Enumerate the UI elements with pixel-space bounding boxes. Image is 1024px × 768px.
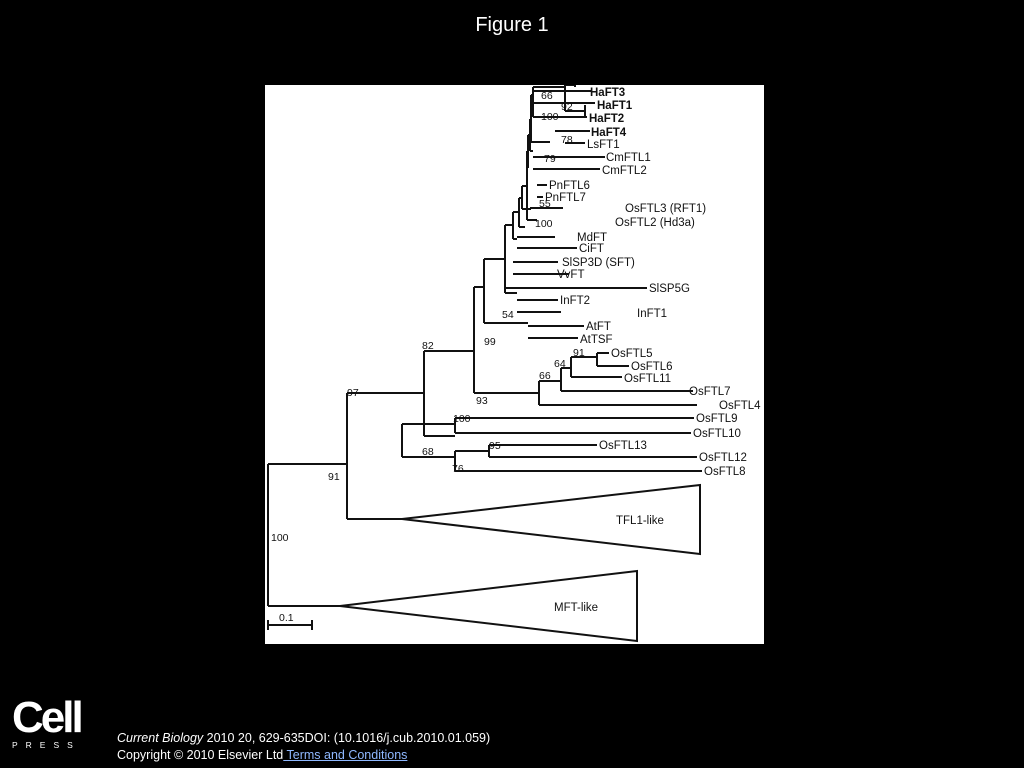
taxon-label: OsFTL2 (Hd3a) [615,217,695,229]
bootstrap-value: 76 [452,463,464,475]
bootstrap-value: 55 [539,198,551,210]
taxon-label: CmFTL2 [602,165,647,177]
scale-bar-label: 0.1 [279,612,294,624]
copyright-text: Copyright © 2010 Elsevier Ltd [117,748,284,762]
taxon-label: HaFT4 [591,127,627,139]
tree-diagram: HaFT3 HaFT1 HaFT2 HaFT4 LsFT1 CmFTL1 CmF… [267,85,761,643]
bootstrap-value: 66 [541,90,553,102]
clade-label-tfl1: TFL1-like [616,515,664,527]
taxon-label: HaFT2 [589,113,624,125]
bootstrap-value: 79 [544,153,556,165]
cell-press-logo: Cell PRESS [12,693,86,751]
taxon-label: SlSP3D (SFT) [562,257,635,269]
bootstrap-value: 93 [476,395,488,407]
taxon-label: VvFT [557,269,584,281]
taxon-label: InFT1 [637,308,667,320]
phylogenetic-tree-figure: HaFT3 HaFT1 HaFT2 HaFT4 LsFT1 CmFTL1 CmF… [265,85,764,644]
taxon-label: OsFTL12 [699,452,747,464]
citation-details: 2010 20, 629-635DOI: (10.1016/j.cub.2010… [203,731,491,745]
tree-branches [267,85,702,630]
taxon-label: OsFTL7 [689,386,731,398]
taxon-label: OsFTL6 [631,361,673,373]
taxon-label: CiFT [579,243,604,255]
journal-name: Current Biology [117,731,204,745]
bootstrap-value: 54 [502,309,514,321]
citation-line: Current Biology 2010 20, 629-635DOI: (10… [117,731,490,745]
bootstrap-value: 100 [541,111,559,123]
bootstrap-value: 78 [561,134,573,146]
tfl1-clade-triangle [401,483,701,556]
terms-and-conditions-link[interactable]: Terms and Conditions [283,748,408,762]
bootstrap-value: 82 [422,340,434,352]
taxon-label: HaFT1 [597,100,633,112]
taxon-label: MdFT [577,232,607,244]
bootstrap-value: 66 [539,370,551,382]
bootstrap-value: 95 [489,440,501,452]
taxon-label: AtFT [586,321,611,333]
logo-wordmark: Cell [12,693,84,742]
taxon-label: InFT2 [560,295,590,307]
bootstrap-value: 100 [453,413,471,425]
bootstrap-value: 91 [328,471,340,483]
taxon-label: OsFTL5 [611,348,653,360]
bootstrap-value: 64 [554,358,566,370]
taxon-label: OsFTL13 [599,440,647,452]
bootstrap-value: 100 [271,532,289,544]
bootstrap-value: 99 [484,336,496,348]
taxon-label: AtTSF [580,334,613,346]
mft-clade-triangle [339,569,638,643]
bootstrap-value: 91 [573,347,585,359]
bootstrap-value: 100 [535,218,553,230]
taxon-label: LsFT1 [587,139,620,151]
bootstrap-value: 97 [347,387,359,399]
clade-label-mft: MFT-like [554,602,598,614]
taxon-label: PnFTL6 [549,180,590,192]
taxon-label: OsFTL10 [693,428,741,440]
taxon-label: OsFTL9 [696,413,738,425]
logo-subtitle: PRESS [12,740,81,750]
copyright-line: Copyright © 2010 Elsevier Ltd Terms and … [117,748,407,762]
bootstrap-value: 68 [422,446,434,458]
slide-title: Figure 1 [475,14,549,36]
taxon-label: OsFTL4 [719,400,761,412]
taxon-label: OsFTL8 [704,466,746,478]
taxon-label: HaFT3 [590,87,625,99]
bootstrap-value: 92 [561,101,573,113]
taxon-label: OsFTL3 (RFT1) [625,203,706,215]
taxon-label: PnFTL7 [545,192,586,204]
taxon-label: SlSP5G [649,283,690,295]
taxon-label: OsFTL11 [624,373,671,385]
taxon-label: CmFTL1 [606,152,651,164]
